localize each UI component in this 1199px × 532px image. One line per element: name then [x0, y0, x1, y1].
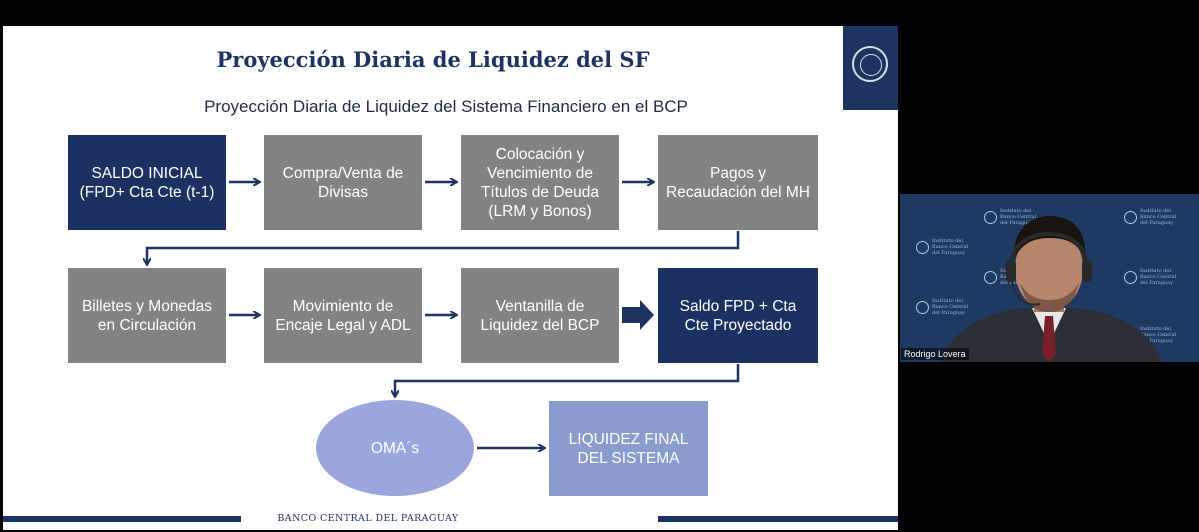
slide-title: Proyección Diaria de Liquidez del SF: [216, 47, 650, 72]
slide-subtitle: Proyección Diaria de Liquidez del Sistem…: [204, 97, 688, 116]
flow-box-liquidez-final: LIQUIDEZ FINAL DEL SISTEMA: [549, 401, 708, 496]
flow-box-colocacion: Colocación y Vencimiento de Títulos de D…: [461, 135, 619, 230]
seal-icon: [1124, 270, 1137, 284]
flow-ellipse-oma: OMA´s: [316, 400, 474, 496]
big-arrow-icon: [622, 300, 654, 330]
flow-box-pagos: Pagos y Recaudación del MH: [658, 135, 818, 230]
flow-box-compra-venta: Compra/Venta de Divisas: [264, 135, 422, 230]
seal-icon: [984, 270, 997, 284]
footer-line-left: [3, 516, 241, 522]
bcp-seal-icon: [852, 46, 888, 82]
bcp-logo-panel: [843, 26, 898, 110]
footer-text: BANCO CENTRAL DEL PARAGUAY: [277, 513, 459, 524]
flow-box-saldo-inicial: SALDO INICIAL (FPD+ Cta Cte (t-1): [68, 135, 226, 230]
flow-box-saldo-proyectado: Saldo FPD + Cta Cte Proyectado: [658, 268, 818, 363]
seal-icon: [916, 300, 929, 314]
footer-line-right: [658, 516, 898, 522]
flow-box-movimiento: Movimiento de Encaje Legal y ADL: [264, 268, 422, 363]
arrow-icon: [395, 364, 740, 396]
flow-box-ventanilla: Ventanilla de Liquidez del BCP: [461, 268, 619, 363]
participant-name-label: Rodrigo Lovera: [901, 348, 969, 360]
participant-person-image: [940, 216, 1162, 362]
seal-icon: [916, 240, 929, 254]
presentation-slide: Proyección Diaria de Liquidez del SF Pro…: [3, 26, 898, 530]
arrow-icon: [147, 231, 740, 264]
seal-icon: [1124, 210, 1137, 224]
seal-icon: [984, 210, 997, 224]
flow-box-billetes: Billetes y Monedas en Circulación: [68, 268, 226, 363]
flow-arrows: [3, 26, 740, 530]
